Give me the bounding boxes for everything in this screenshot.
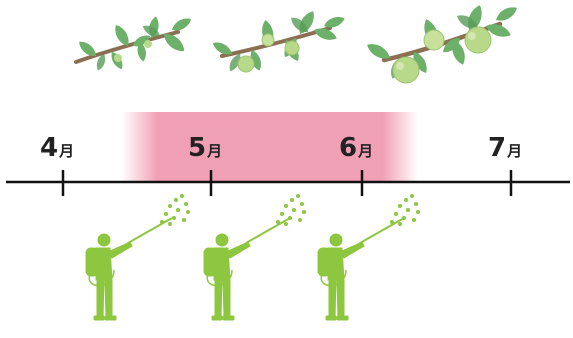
month-number: 4 — [40, 133, 59, 163]
month-unit: 月 — [59, 142, 75, 160]
month-label-may: 5月 — [188, 133, 222, 169]
spray-mist-icon — [160, 194, 190, 226]
month-number: 6 — [339, 133, 358, 163]
month-number: 7 — [488, 133, 507, 163]
sprayer-person-icon — [317, 217, 405, 321]
spray-mist-icon — [276, 194, 306, 226]
sprayer-person-icon — [85, 217, 173, 321]
month-unit: 月 — [358, 142, 374, 160]
branch-medium-fruit-icon — [210, 8, 347, 74]
month-label-june: 6月 — [339, 133, 373, 169]
spray-mist-icon — [390, 194, 420, 226]
sprayer-person-icon — [203, 217, 291, 321]
month-unit: 月 — [507, 142, 523, 160]
spray-period-band — [122, 112, 418, 182]
month-number: 5 — [188, 133, 207, 163]
month-unit: 月 — [207, 142, 223, 160]
branch-large-fruit-icon — [364, 3, 520, 84]
branch-small-fruit-icon — [74, 15, 194, 72]
month-label-april: 4月 — [40, 133, 74, 169]
month-label-july: 7月 — [488, 133, 522, 169]
